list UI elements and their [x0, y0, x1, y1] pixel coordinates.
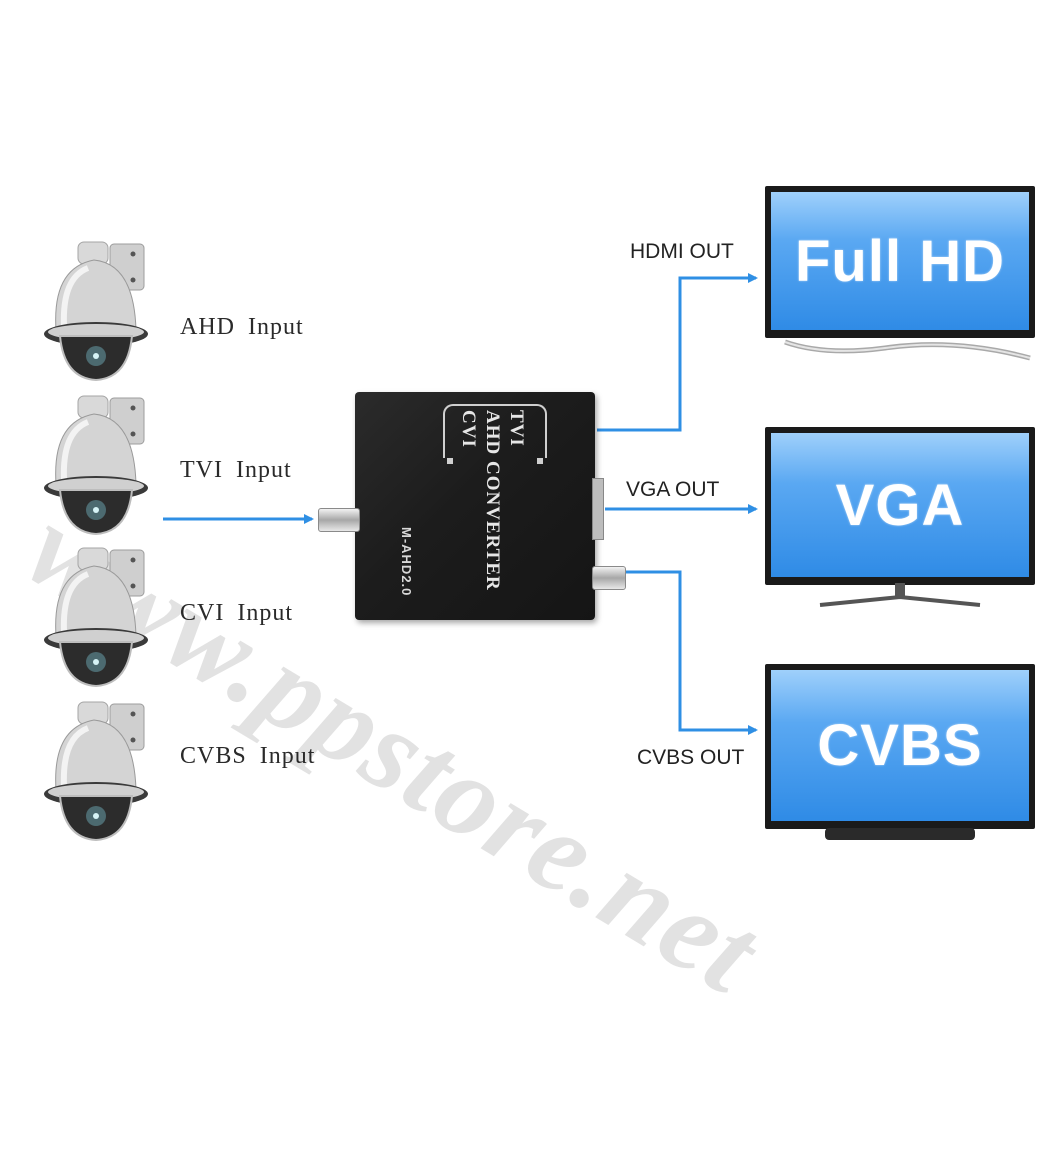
input-label-ahd: AHD Input	[180, 314, 304, 340]
dome-camera-icon	[44, 241, 148, 382]
camera-cvi	[38, 544, 150, 694]
cvbs-out-arrow	[626, 570, 758, 735]
ahd-converter-box: TVI AHD CONVERTER CVI M-AHD2.0	[355, 392, 595, 620]
dome-camera-icon	[44, 395, 148, 536]
dome-camera-icon	[44, 701, 148, 842]
tv-cvbs: CVBS	[765, 664, 1035, 844]
screen-text-full-hd: Full HD	[795, 228, 1005, 294]
output-label-hdmi: HDMI OUT	[630, 240, 734, 263]
input-label-tvi: TVI Input	[180, 457, 292, 483]
diagram-canvas: www.ppstore.net AHD Input TVI Inp	[6, 186, 1035, 1019]
camera-cvbs	[38, 698, 150, 848]
tv-full-hd: Full HD	[765, 186, 1035, 361]
converter-label-tvi: TVI	[506, 410, 527, 447]
output-label-vga: VGA OUT	[626, 478, 720, 501]
tv-screen: Full HD	[771, 192, 1029, 330]
tv-frame: CVBS	[765, 664, 1035, 829]
camera-tvi	[38, 392, 150, 542]
screen-text-cvbs: CVBS	[817, 713, 983, 778]
tv-frame: VGA	[765, 427, 1035, 585]
converter-model: M-AHD2.0	[399, 527, 414, 597]
converter-label-main: AHD CONVERTER	[482, 410, 503, 591]
dome-camera-icon	[44, 547, 148, 688]
bnc-output-connector	[592, 566, 626, 590]
tv-stand-icon	[825, 828, 975, 840]
converter-label-cvi: CVI	[458, 410, 479, 448]
tv-stand-icon	[784, 339, 1031, 361]
bnc-input-connector	[318, 508, 360, 532]
vga-port	[592, 478, 604, 540]
tv-frame: Full HD	[765, 186, 1035, 338]
input-label-cvi: CVI Input	[180, 600, 293, 626]
hdmi-out-arrow	[597, 273, 758, 432]
tv-screen: VGA	[771, 433, 1029, 577]
tv-vga: VGA	[765, 427, 1035, 612]
output-label-cvbs: CVBS OUT	[637, 746, 745, 769]
input-label-cvbs: CVBS Input	[180, 743, 316, 769]
screen-text-vga: VGA	[835, 472, 965, 538]
tv-stand-icon	[819, 583, 981, 607]
tv-screen: CVBS	[771, 670, 1029, 821]
camera-ahd	[38, 238, 150, 388]
converter-bracket-graphic	[443, 404, 547, 464]
